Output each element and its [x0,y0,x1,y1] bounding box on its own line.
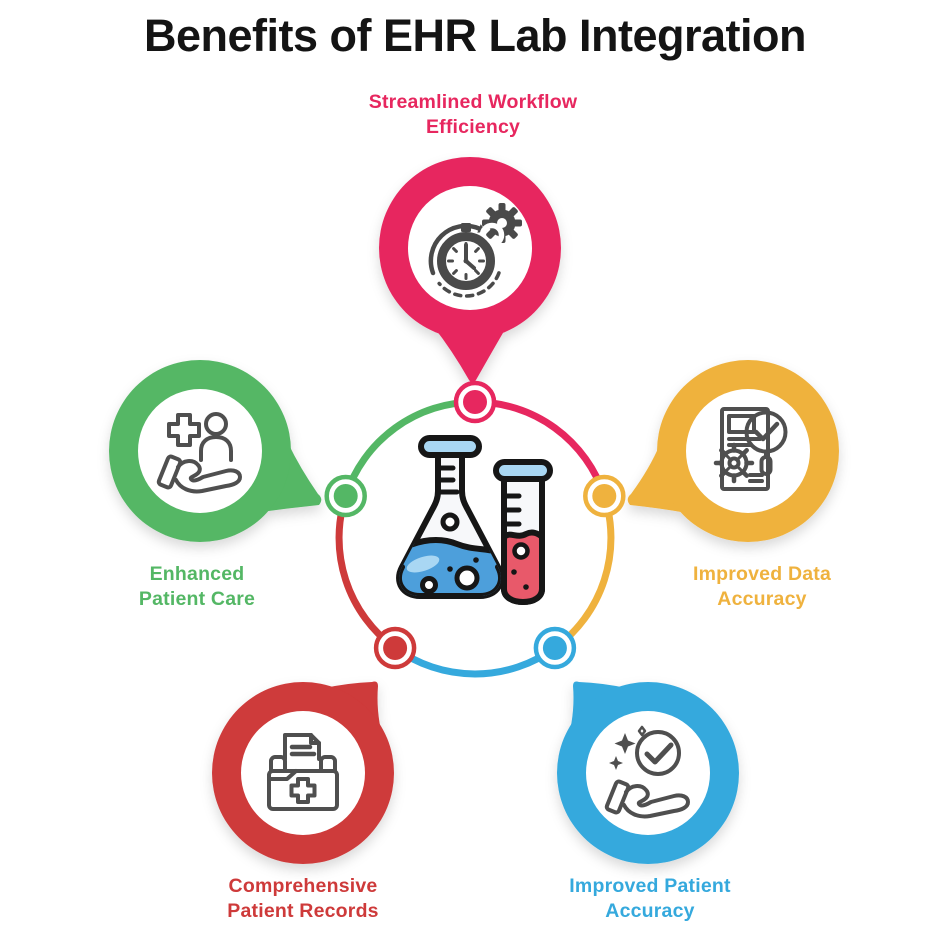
label-comprehensive-patient-records: Comprehensive Patient Records [163,874,443,924]
label-line: Accuracy [717,588,807,610]
folder-flap-glyph [267,769,298,781]
ring-node-blue [533,626,577,670]
label-improved-patient-accuracy: Improved Patient Accuracy [510,874,790,924]
hand-checkmark-sparkles-icon [603,725,690,819]
patient-records-box-icon [267,733,339,811]
label-line: Accuracy [605,900,695,922]
bubble-improved-data-accuracy [627,360,839,542]
box-right-tab-glyph [319,755,337,773]
label-line: Patient Records [227,900,379,922]
bubble-enhanced-patient-care [109,360,322,542]
label-line: Enhanced [149,563,245,585]
box-left-tab-glyph [269,755,287,773]
label-line: Streamlined Workflow [368,91,578,113]
medical-cross-glyph [167,413,201,447]
ring-arc-green [342,398,476,498]
person-body-glyph [199,435,233,462]
label-line: Improved Patient [569,875,731,897]
label-line: Improved Data [692,563,832,585]
bubble-streamlined-workflow [379,157,561,383]
ring-node-yellow [583,474,626,518]
ring-arc-red [335,494,398,651]
lab-flask-and-test-tube-icon [396,435,553,605]
ring-node-red [373,626,417,670]
ring-node-pink [453,380,497,424]
ring-arc-blue [393,645,557,678]
person-head-glyph [204,412,228,436]
label-streamlined-workflow-efficiency: Streamlined Workflow Efficiency [333,90,613,140]
bubble-improved-patient-accuracy [557,681,739,864]
page-title: Benefits of EHR Lab Integration [143,10,807,61]
test-tube-glyph [493,459,553,605]
label-line: Comprehensive [228,875,378,897]
label-improved-data-accuracy: Improved Data Accuracy [622,562,902,612]
center-ring [324,380,626,678]
magnifier-check-glyph [744,410,788,476]
gear-glyph [713,442,755,484]
label-line: Efficiency [425,116,521,138]
stopwatch-gear-icon [428,203,522,298]
medical-cross-glyph [289,777,317,804]
box-front-glyph [267,769,339,811]
ring-arc-yellow [552,494,615,651]
bubble-tail-pink [433,326,507,383]
label-enhanced-patient-care: Enhanced Patient Care [57,562,337,612]
bubble-comprehensive-patient-records [212,681,394,864]
label-line: Patient Care [138,588,256,610]
gear-glyph [479,203,522,248]
stopwatch-glyph [437,223,495,290]
ring-arc-pink [474,398,608,498]
ring-node-green [324,474,367,518]
sparkle-glyphs [609,733,636,770]
hand-patient-cross-icon [155,412,242,494]
document-gear-magnifier-check-icon [713,407,788,491]
check-circle-glyph [635,730,681,776]
erlenmeyer-flask-glyph [396,435,504,599]
